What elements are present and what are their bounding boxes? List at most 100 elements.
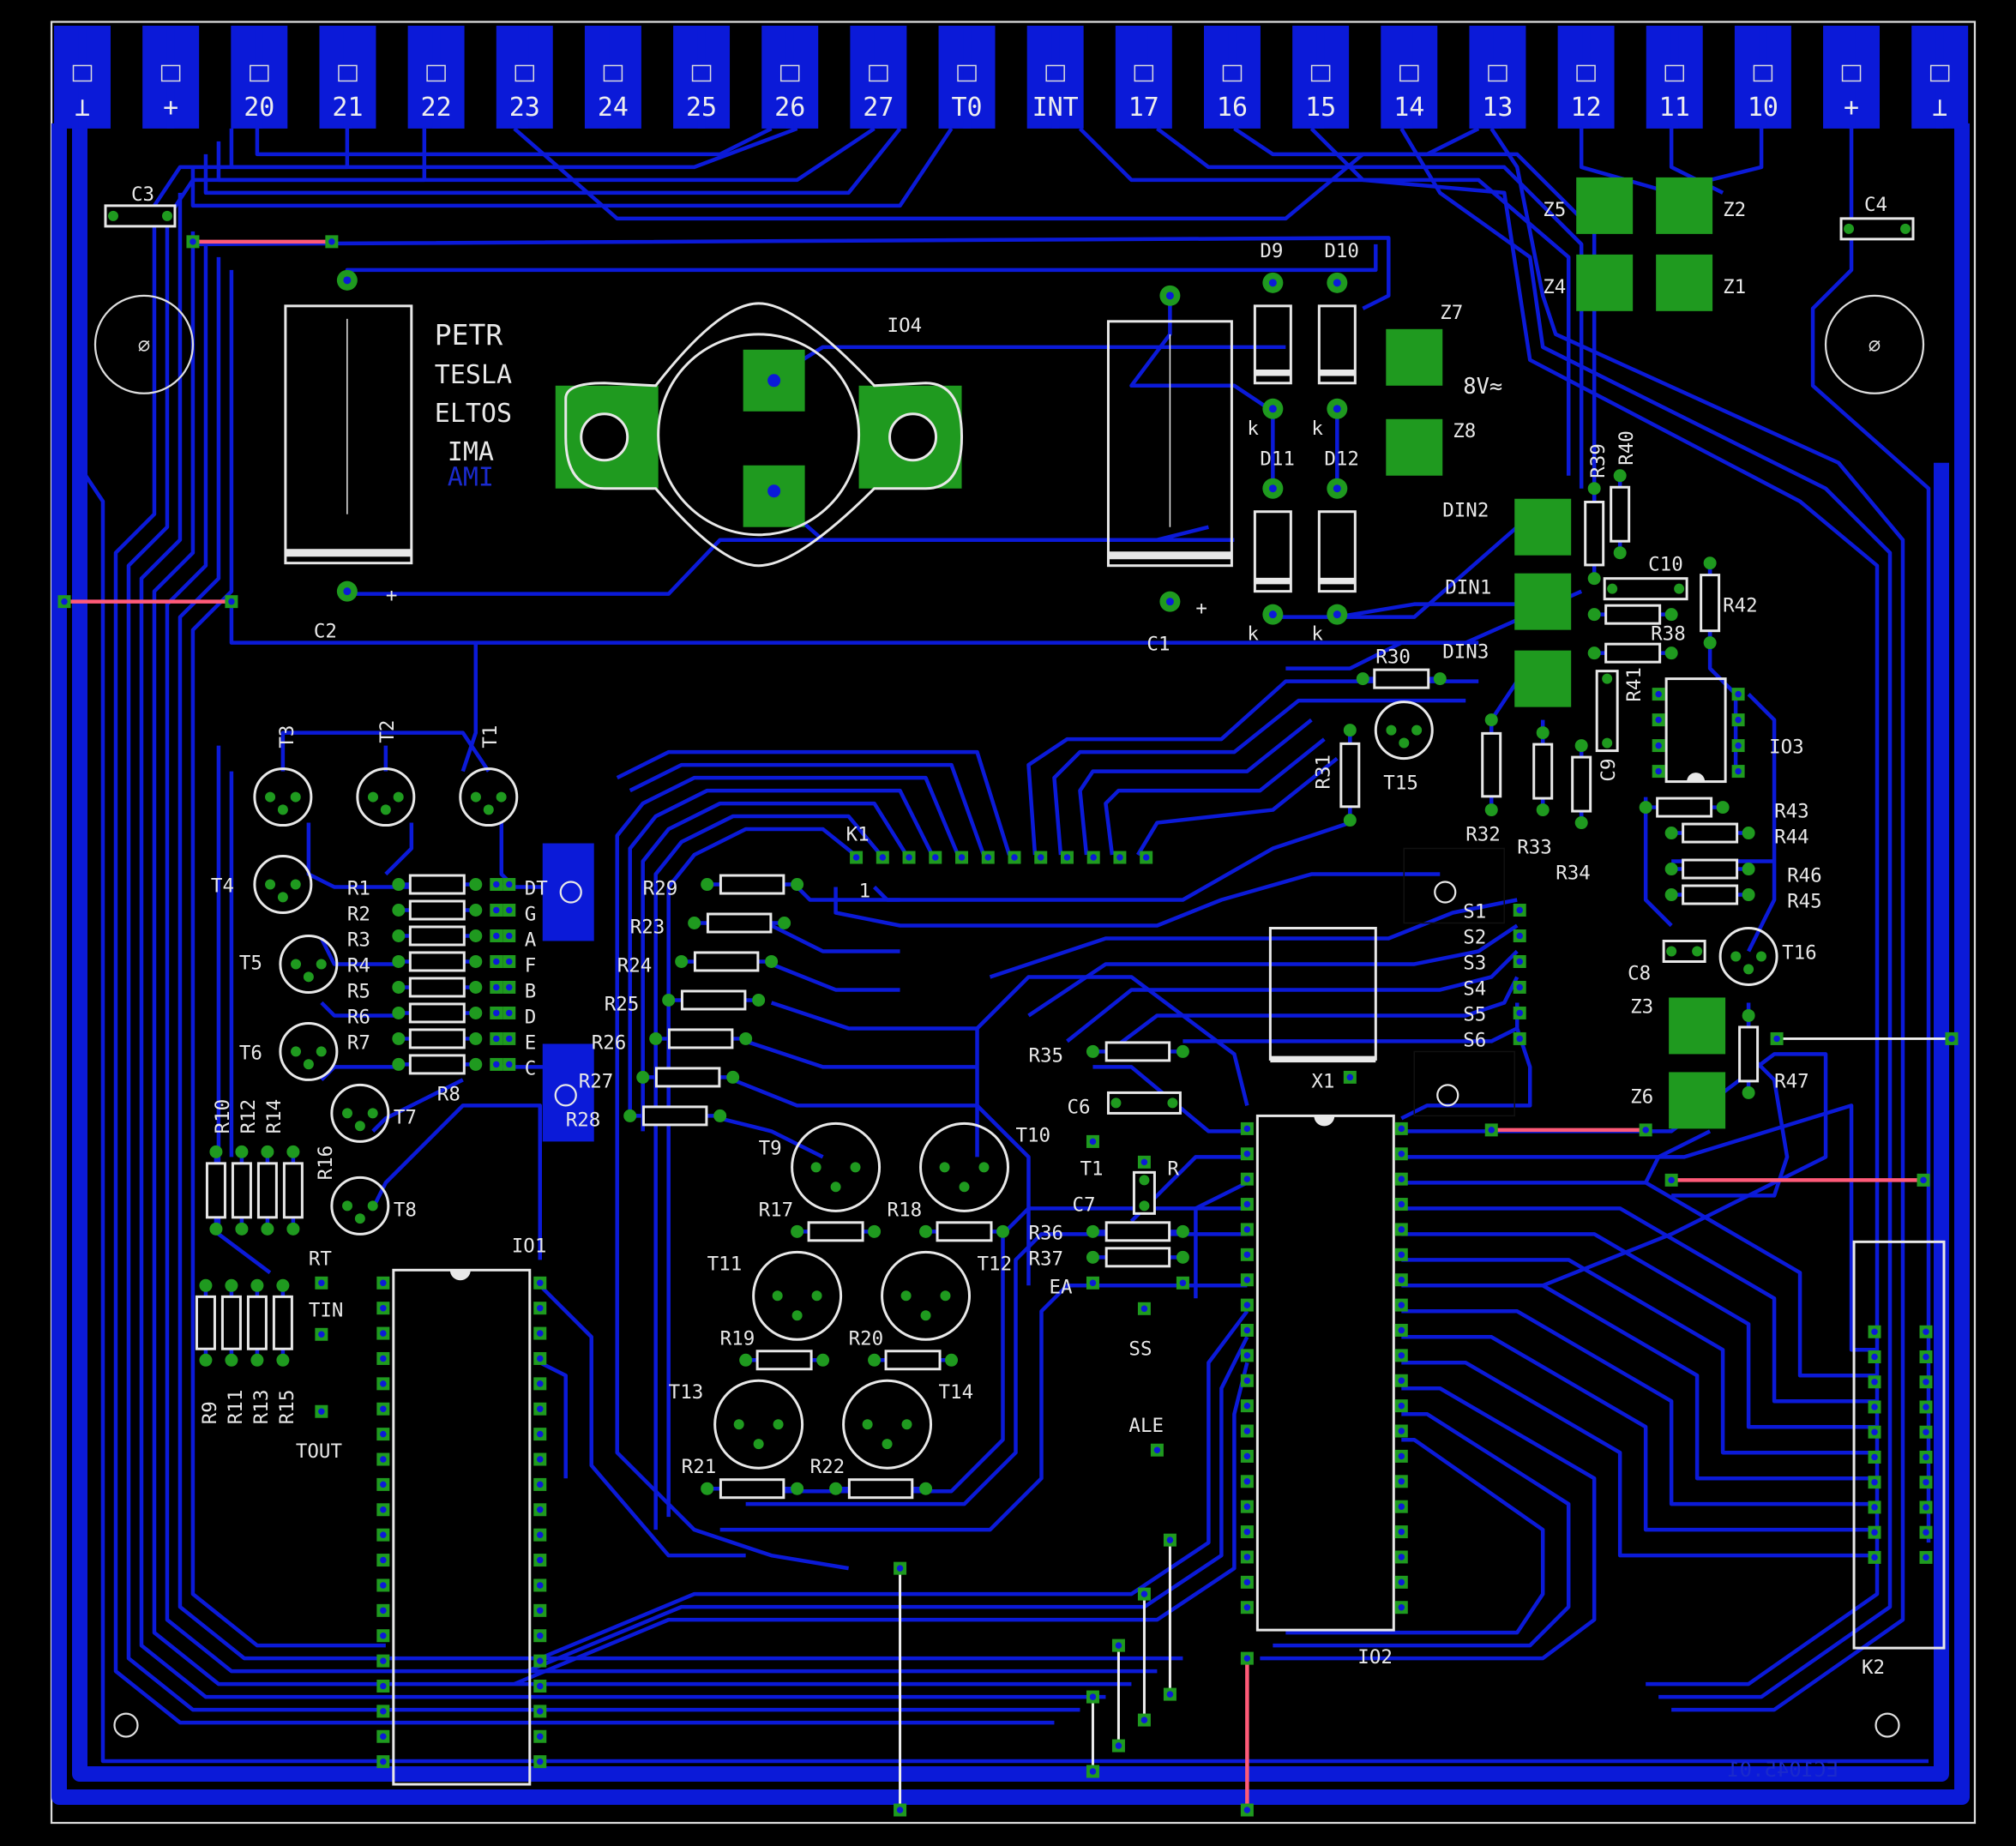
pad bbox=[367, 1200, 378, 1212]
diode-d9 bbox=[1253, 304, 1292, 385]
body bbox=[1106, 1091, 1182, 1115]
label-r7: R7 bbox=[347, 1031, 370, 1054]
body bbox=[936, 1221, 993, 1242]
pad bbox=[830, 1182, 841, 1193]
connector-label: 24 bbox=[598, 93, 629, 123]
pad bbox=[469, 1031, 483, 1045]
label-io2: IO2 bbox=[1357, 1646, 1393, 1669]
label-d12: D12 bbox=[1324, 448, 1359, 471]
drill bbox=[1735, 742, 1742, 749]
trace bbox=[1401, 1103, 1878, 1352]
trace bbox=[1401, 1361, 1878, 1558]
trace bbox=[306, 822, 412, 889]
trace bbox=[770, 1001, 978, 1031]
label-board-id: EC1045.01 bbox=[1727, 1758, 1838, 1782]
via-drill bbox=[328, 238, 335, 245]
trace bbox=[1026, 679, 1479, 856]
trace bbox=[745, 1232, 1248, 1506]
label-plus: + bbox=[386, 585, 398, 607]
drill bbox=[380, 1506, 387, 1513]
drill bbox=[1871, 1478, 1878, 1486]
drill bbox=[1243, 1251, 1251, 1259]
drill bbox=[1398, 1352, 1405, 1359]
transistor bbox=[356, 767, 416, 827]
pad bbox=[392, 904, 406, 917]
resistor bbox=[220, 1278, 242, 1367]
io4-pin bbox=[767, 484, 781, 498]
resistor bbox=[392, 1002, 483, 1024]
drill bbox=[537, 1279, 544, 1287]
pad bbox=[1664, 608, 1678, 622]
label-r35: R35 bbox=[1028, 1044, 1063, 1067]
transistor bbox=[919, 1121, 1009, 1212]
label-io4: IO4 bbox=[888, 315, 923, 337]
via-drill bbox=[61, 598, 68, 605]
label-z6: Z6 bbox=[1630, 1085, 1653, 1108]
drill bbox=[506, 1035, 513, 1043]
via-drill bbox=[1165, 292, 1174, 300]
connector-label: ⊥ bbox=[75, 93, 90, 123]
body bbox=[654, 1067, 721, 1088]
transistor bbox=[842, 1379, 933, 1470]
body bbox=[104, 204, 177, 228]
body bbox=[667, 1028, 734, 1049]
body bbox=[220, 1295, 242, 1350]
body bbox=[205, 1162, 226, 1219]
pad bbox=[662, 993, 676, 1007]
trace bbox=[1078, 127, 1571, 476]
label-c7: C7 bbox=[1072, 1194, 1095, 1216]
pad bbox=[276, 1278, 290, 1292]
pad bbox=[392, 1006, 406, 1019]
body bbox=[256, 1162, 278, 1219]
drill bbox=[1398, 1251, 1405, 1259]
label-d9: D9 bbox=[1260, 240, 1283, 262]
body bbox=[1738, 1025, 1760, 1083]
transistor bbox=[1718, 926, 1778, 986]
square-pads bbox=[1386, 177, 1726, 1129]
trimmer-outline bbox=[1413, 1050, 1515, 1117]
drill bbox=[1243, 1402, 1251, 1410]
connector-k2-body bbox=[1852, 1240, 1946, 1650]
drill bbox=[1243, 1326, 1251, 1334]
trace bbox=[1309, 127, 1880, 1687]
via-drill bbox=[896, 1565, 904, 1572]
pad bbox=[1536, 726, 1550, 740]
resistor bbox=[791, 1221, 882, 1242]
label-z7: Z7 bbox=[1440, 302, 1463, 324]
resistor bbox=[1587, 604, 1678, 625]
trace bbox=[126, 128, 1080, 1712]
label-z1: Z1 bbox=[1723, 276, 1746, 298]
pad bbox=[276, 1353, 290, 1367]
body bbox=[408, 874, 466, 895]
drill bbox=[537, 1304, 544, 1312]
drill bbox=[1090, 854, 1097, 861]
trace bbox=[139, 192, 1106, 1699]
drill bbox=[1516, 906, 1523, 914]
label-r17: R17 bbox=[759, 1199, 794, 1221]
label-r42: R42 bbox=[1723, 595, 1758, 617]
drill bbox=[1923, 1404, 1929, 1410]
label-ss: SS bbox=[1128, 1338, 1152, 1360]
trace bbox=[641, 801, 908, 1132]
pad bbox=[773, 1419, 784, 1430]
label-r21: R21 bbox=[682, 1456, 717, 1478]
drill bbox=[506, 906, 513, 914]
pad-z4 bbox=[1576, 254, 1634, 311]
pad bbox=[739, 1031, 753, 1045]
outline bbox=[279, 934, 339, 994]
trace bbox=[1399, 127, 1893, 1699]
pad bbox=[199, 1353, 213, 1367]
resistor bbox=[1664, 822, 1755, 844]
pad bbox=[713, 1109, 727, 1122]
resistor bbox=[1532, 726, 1554, 817]
resistor bbox=[195, 1278, 216, 1367]
pad bbox=[1356, 672, 1369, 686]
body bbox=[272, 1295, 293, 1350]
via-drill bbox=[1153, 1446, 1161, 1453]
body bbox=[1595, 670, 1619, 753]
connector-finger: ⊥ bbox=[1911, 25, 1969, 129]
pad bbox=[919, 1482, 933, 1495]
drill bbox=[537, 1758, 544, 1765]
components bbox=[57, 204, 1959, 1817]
